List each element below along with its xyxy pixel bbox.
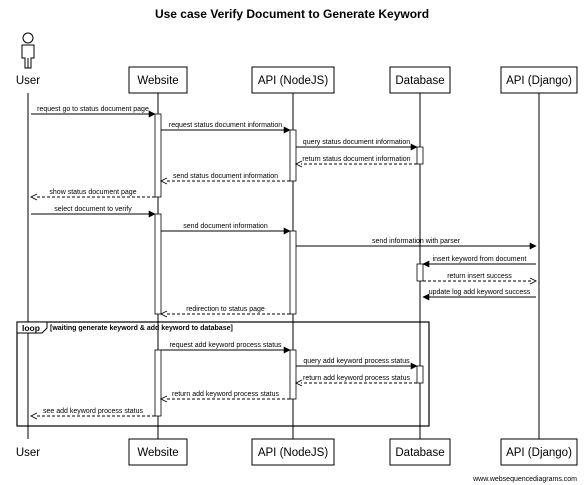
message-5: send status document information — [159, 173, 290, 185]
participant-label-bottom: Website — [137, 447, 178, 459]
message-label: send information with parser — [372, 238, 461, 245]
arrowhead-filled — [410, 362, 418, 370]
activation-bar — [154, 113, 162, 198]
activation-bars — [154, 113, 424, 417]
arrowhead-filled — [283, 346, 291, 354]
message-label: return add keyword process status — [172, 391, 279, 398]
arrowhead-open — [159, 177, 168, 185]
message-2: request status document information — [161, 122, 291, 134]
activation-bar — [154, 349, 162, 417]
participant-label-bottom: API (Django) — [506, 447, 572, 459]
message-16: return add keyword process status — [294, 375, 417, 387]
participant-label-bottom: API (NodeJS) — [258, 447, 328, 459]
message-18: see add keyword process status — [29, 408, 155, 420]
message-10: insert keyword from document — [422, 256, 536, 268]
message-label: select document to verify — [54, 206, 132, 213]
activation-bar — [289, 349, 297, 400]
message-label: return status document information — [302, 156, 410, 163]
arrowhead-open — [29, 412, 38, 420]
participant-box-top — [389, 66, 451, 94]
loop-tag-box — [16, 321, 48, 334]
watermark: www.websequencediagrams.com — [472, 476, 577, 483]
participant-box-top — [251, 66, 335, 94]
message-7: select document to verify — [31, 206, 156, 218]
message-12: update log add keyword success — [422, 289, 536, 301]
diagram-title: Use case Verify Document to Generate Key… — [155, 7, 429, 21]
participant-api-django: API (Django) API (Django) — [500, 66, 578, 466]
loop-condition: [waiting generate keyword & add keyword … — [50, 325, 233, 332]
activation-bar — [289, 129, 297, 182]
message-label: return add keyword process status — [303, 375, 410, 382]
arrowhead-filled — [422, 293, 430, 301]
participant-box-top — [128, 66, 188, 94]
participant-box-top — [500, 66, 578, 94]
message-label: query status document information — [303, 139, 410, 146]
message-label: send status document information — [173, 173, 278, 180]
arrowhead-open — [29, 193, 38, 201]
message-6: show status document page — [29, 189, 155, 201]
arrowhead-open — [159, 310, 168, 318]
messages: request go to status document page reques… — [29, 106, 538, 420]
loop-frame-border — [16, 321, 430, 427]
message-label: insert keyword from document — [433, 256, 527, 263]
arrowhead-filled — [148, 210, 156, 218]
message-label: update log add keyword success — [429, 289, 531, 296]
activation-bar — [289, 230, 297, 315]
participant-api-node: API (NodeJS) API (NodeJS) — [251, 66, 335, 466]
activation-bar — [416, 263, 424, 282]
message-label: request go to status document page — [37, 106, 149, 113]
message-label: return insert success — [447, 273, 512, 280]
arrowhead-open — [294, 160, 303, 168]
message-label: send document information — [183, 223, 268, 230]
message-14: request add keyword process status — [161, 342, 291, 354]
message-4: return status document information — [294, 156, 417, 168]
participant-label-top: Website — [137, 75, 178, 87]
message-9: send information with parser — [296, 238, 537, 250]
arrowhead-filled — [410, 143, 418, 151]
participant-box-bottom — [389, 438, 451, 466]
arrowhead-open — [159, 395, 168, 403]
arrowhead-filled — [529, 242, 537, 250]
participant-box-bottom — [500, 438, 578, 466]
message-label: redirection to status page — [186, 306, 265, 313]
participant-box-bottom — [251, 438, 335, 466]
message-17: return add keyword process status — [159, 391, 290, 403]
arrowhead-open — [294, 379, 303, 387]
message-15: query add keyword process status — [296, 358, 418, 370]
arrowhead-open — [529, 277, 538, 285]
participant-label-top: Database — [395, 75, 444, 87]
message-label: see add keyword process status — [43, 408, 143, 415]
participant-label-top: API (NodeJS) — [258, 75, 328, 87]
participant-label-top: API (Django) — [506, 75, 572, 87]
loop-frame: loop [waiting generate keyword & add key… — [16, 321, 430, 427]
message-label: show status document page — [49, 189, 136, 196]
message-3: query status document information — [296, 139, 418, 151]
loop-tag: loop — [22, 323, 40, 333]
arrowhead-filled — [283, 126, 291, 134]
participant-label-top: User — [16, 75, 40, 87]
activation-bar — [416, 146, 424, 165]
message-label: query add keyword process status — [303, 358, 410, 365]
actor-icon — [21, 32, 35, 69]
arrowhead-filled — [148, 110, 156, 118]
message-label: request add keyword process status — [169, 342, 282, 349]
message-label: request status document information — [169, 122, 282, 129]
participant-box-bottom — [128, 438, 188, 466]
arrowhead-filled — [283, 227, 291, 235]
message-8: send document information — [161, 223, 291, 235]
participant-label-bottom: Database — [395, 447, 444, 459]
arrowhead-filled — [422, 260, 430, 268]
message-13: redirection to status page — [159, 306, 290, 318]
message-1: request go to status document page — [31, 106, 156, 118]
participant-label-bottom: User — [16, 447, 40, 459]
activation-bar — [154, 213, 162, 315]
message-11: return insert success — [423, 273, 538, 285]
activation-bar — [416, 365, 424, 384]
